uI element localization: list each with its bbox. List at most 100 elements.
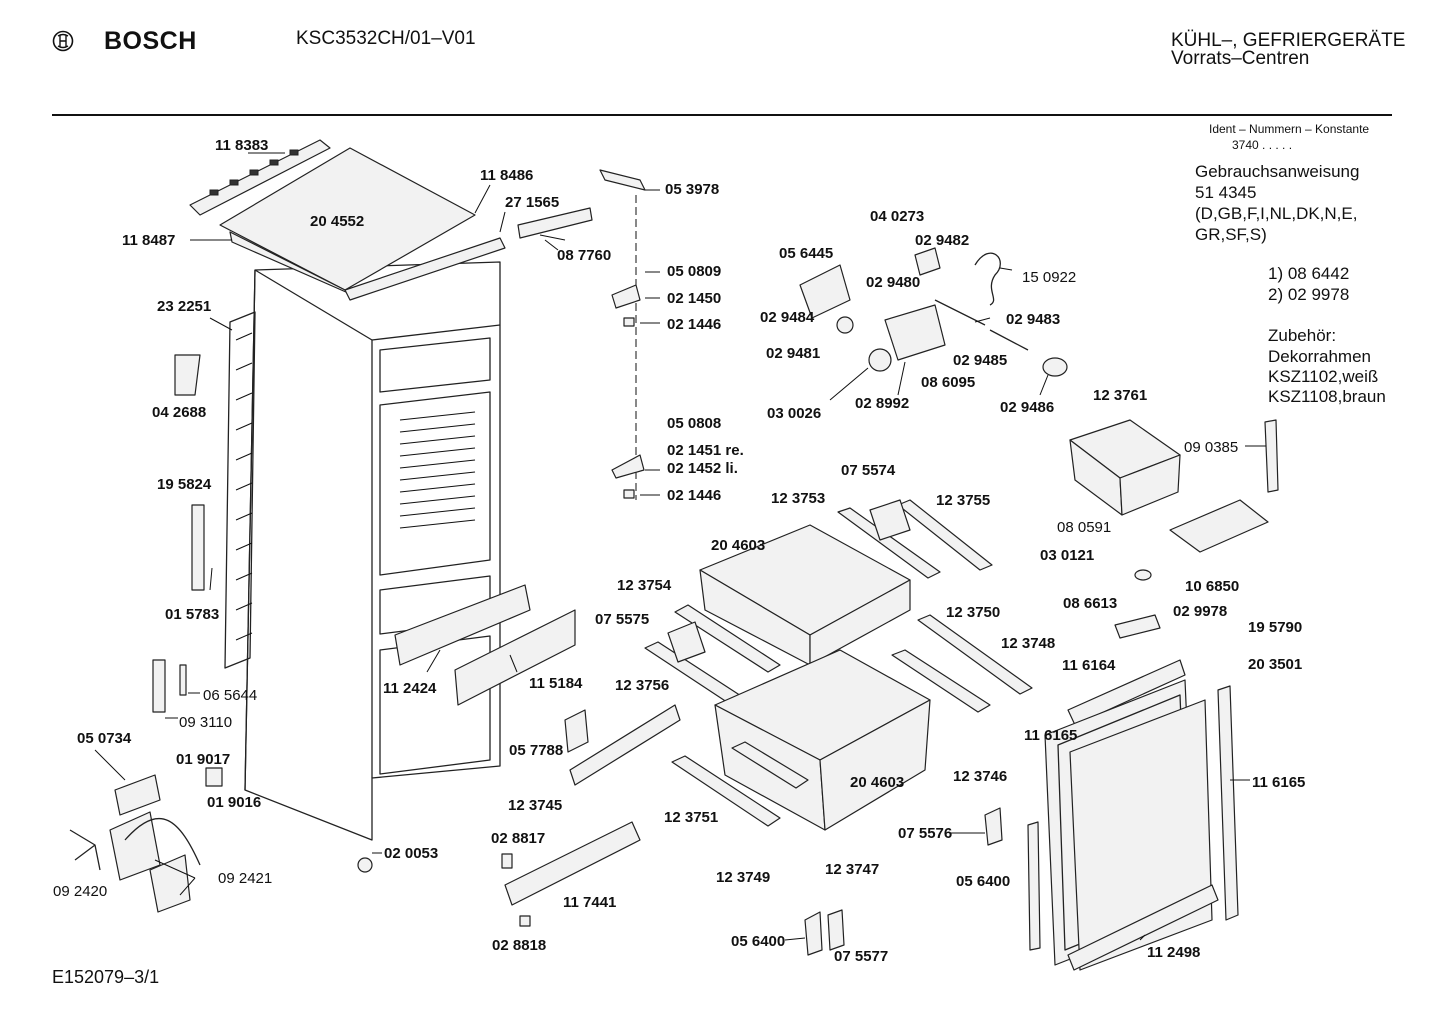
part-number-label: 01 9016: [207, 794, 261, 811]
part-number-label: 02 9482: [915, 232, 969, 249]
ice-containers: [1069, 419, 1279, 639]
part-number-label: 05 6445: [779, 245, 833, 262]
accessory-2: KSZ1102,weiß: [1268, 367, 1379, 386]
manual-languages-1: (D,GB,F,I,NL,DK,N,E,: [1195, 204, 1358, 223]
part-number-label: 02 9483: [1006, 311, 1060, 328]
part-number-label: 08 6613: [1063, 595, 1117, 612]
model-number: KSC3532CH/01–V01: [296, 28, 476, 49]
part-number-label: 11 8486: [480, 167, 533, 184]
part-number-label: 09 2421: [218, 870, 272, 887]
part-number-label: 20 3501: [1248, 656, 1302, 673]
part-number-label: 09 3110: [179, 714, 232, 731]
part-number-labels: 11 8383 11 8486 27 1565 20 4552 11 8487 08 77…: [53, 137, 1305, 965]
part-number-label: 02 9484: [760, 309, 815, 326]
bosch-logo-icon: [52, 30, 74, 52]
part-number-label: 05 3978: [665, 181, 719, 198]
part-number-label: 11 6165: [1252, 774, 1305, 791]
part-number-label: 02 9486: [1000, 399, 1054, 416]
part-number-label: 12 3761: [1093, 387, 1147, 404]
part-number-label: 02 0053: [384, 845, 438, 862]
part-number-label: 11 8487: [122, 232, 175, 249]
ident-value: 3740 . . . . .: [1232, 138, 1293, 152]
part-number-label: 02 9485: [953, 352, 1007, 369]
part-number-label: 27 1565: [505, 194, 559, 211]
part-number-label: 10 6850: [1185, 578, 1239, 595]
top-cover: [189, 139, 593, 301]
part-number-label: 02 1451 re.: [667, 442, 744, 459]
part-number-label: 11 7441: [563, 894, 616, 911]
thermostat-assembly: [799, 247, 1068, 377]
manual-number: 51 4345: [1195, 183, 1257, 202]
part-number-label: 23 2251: [157, 298, 211, 315]
compressor-components: [69, 354, 373, 913]
part-number-label: 02 9481: [766, 345, 820, 362]
part-number-label: 11 5184: [529, 675, 583, 692]
note-1: 1) 08 6442: [1268, 264, 1350, 283]
part-number-label: 05 0808: [667, 415, 721, 432]
manual-languages-2: GR,SF,S): [1195, 225, 1267, 244]
part-number-label: 03 0026: [767, 405, 821, 422]
accessory-1: Dekorrahmen: [1268, 347, 1371, 366]
accessories-title: Zubehör:: [1268, 326, 1337, 345]
part-number-label: 02 1450: [667, 290, 721, 307]
part-number-label: 07 5576: [898, 825, 952, 842]
part-number-label: 19 5824: [157, 476, 212, 493]
condenser-grille: [224, 311, 256, 669]
part-number-label: 11 6164: [1062, 657, 1116, 674]
part-number-label: 02 9480: [866, 274, 920, 291]
part-number-label: 12 3753: [771, 490, 825, 507]
part-number-label: 02 1446: [667, 316, 721, 333]
part-number-label: 12 3745: [508, 797, 562, 814]
part-number-label: 19 5790: [1248, 619, 1302, 636]
part-number-label: 02 8992: [855, 395, 909, 412]
ident-title: Ident – Nummern – Konstante: [1209, 122, 1370, 136]
part-number-label: 05 7788: [509, 742, 563, 759]
category-line-1: KÜHL–, GEFRIERGERÄTE: [1171, 30, 1406, 51]
part-number-label: 05 0734: [77, 730, 132, 747]
part-number-label: 11 2424: [383, 680, 437, 697]
part-number-label: 05 6400: [731, 933, 785, 950]
part-number-label: 12 3751: [664, 809, 718, 826]
part-number-label: 02 8817: [491, 830, 545, 847]
part-number-label: 12 3750: [946, 604, 1000, 621]
category-line-2: Vorrats–Centren: [1171, 48, 1310, 69]
part-number-label: 12 3748: [1001, 635, 1055, 652]
part-number-label: 02 1452 li.: [667, 460, 738, 477]
part-number-label: 05 0809: [667, 263, 721, 280]
brand-name: BOSCH: [104, 27, 197, 55]
leader-lines: [94, 152, 1266, 941]
part-number-label: 07 5575: [595, 611, 649, 628]
part-number-label: 12 3747: [825, 861, 879, 878]
door-assembly: [1027, 659, 1239, 971]
part-number-label: 01 9017: [176, 751, 230, 768]
part-number-label: 08 7760: [557, 247, 611, 264]
part-number-label: 07 5574: [841, 462, 896, 479]
part-number-label: 12 3754: [617, 577, 672, 594]
part-number-label: 08 6095: [921, 374, 975, 391]
part-number-label: 11 2498: [1147, 944, 1200, 961]
part-number-label: 09 0385: [1184, 439, 1238, 456]
part-number-label: 09 2420: [53, 883, 107, 900]
part-number-label: 20 4603: [711, 537, 765, 554]
part-number-label: 04 0273: [870, 208, 924, 225]
part-number-label: 12 3755: [936, 492, 990, 509]
control-panel: [394, 584, 576, 706]
hinge-parts: [599, 169, 646, 500]
part-number-label: 08 0591: [1057, 519, 1111, 536]
accessory-3: KSZ1108,braun: [1268, 387, 1386, 406]
cabinet-body: [244, 261, 501, 841]
part-number-label: 02 1446: [667, 487, 721, 504]
part-number-label: 20 4552: [310, 213, 364, 230]
note-2: 2) 02 9978: [1268, 285, 1350, 304]
part-number-label: 06 5644: [203, 687, 257, 704]
part-number-label: 03 0121: [1040, 547, 1094, 564]
manual-title: Gebrauchsanweisung: [1195, 162, 1360, 181]
part-number-label: 11 8383: [215, 137, 268, 154]
part-number-label: 04 2688: [152, 404, 206, 421]
drawers-and-rails: [644, 499, 1033, 831]
part-number-label: 12 3756: [615, 677, 669, 694]
kick-grille: [501, 704, 1003, 956]
part-number-label: 20 4603: [850, 774, 904, 791]
drawing-code: E152079–3/1: [52, 967, 160, 987]
